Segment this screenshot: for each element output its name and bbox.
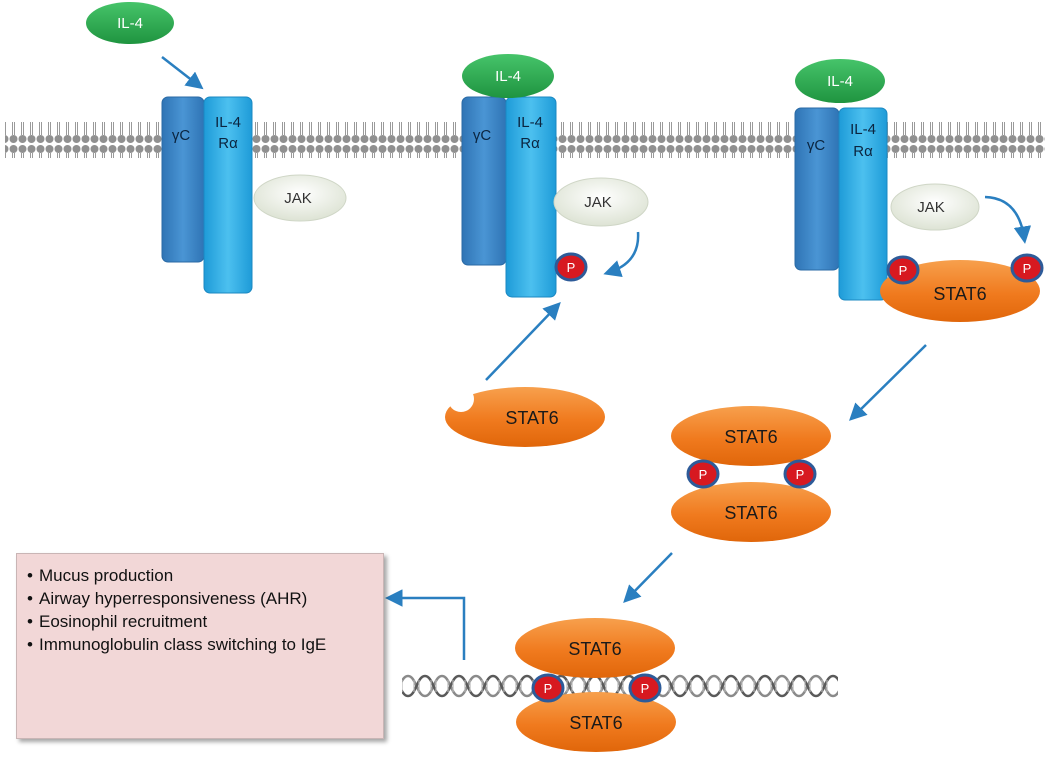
jak-kinase: JAK: [890, 183, 980, 231]
phospho-label: P: [544, 681, 553, 696]
stat6-unphosphorylated: STAT6: [445, 386, 605, 447]
jak-label: JAK: [917, 199, 945, 216]
receptor-gamma-chain: γC: [161, 96, 205, 263]
il4-label: IL-4: [827, 73, 853, 90]
stage-3-stat6-docked: γC IL-4 Rα IL-4 JAK STAT6 P P: [794, 59, 1044, 322]
phospho-site: P: [1010, 253, 1044, 283]
phospho-site: P: [531, 673, 565, 703]
phospho-label: P: [699, 467, 708, 482]
phospho-site: P: [783, 459, 817, 489]
alpha-chain-label-line1: IL-4: [850, 121, 876, 138]
stat6-label: STAT6: [568, 639, 621, 659]
phospho-site: P: [554, 252, 588, 282]
phospho-label: P: [641, 681, 650, 696]
gamma-chain-label: γC: [473, 127, 492, 144]
alpha-chain-label-line1: IL-4: [517, 114, 543, 131]
phospho-site: P: [886, 255, 920, 285]
receptor-il4-alpha-chain: IL-4 Rα: [203, 96, 253, 294]
jak-phosphorylation-arrow: [603, 231, 640, 277]
jak-kinase: JAK: [553, 177, 649, 227]
outcomes-list: Mucus production Airway hyperresponsiven…: [27, 564, 373, 656]
phospho-site: P: [628, 673, 662, 703]
gamma-chain-label: γC: [807, 137, 826, 154]
stat6-recruitment-arrow: [485, 301, 561, 381]
outcomes-box: Mucus production Airway hyperresponsiven…: [16, 553, 384, 739]
receptor-gamma-chain: γC: [461, 96, 507, 266]
stat6-docked: STAT6: [880, 260, 1040, 322]
stage-2-bound: γC IL-4 Rα IL-4 JAK P STAT6: [445, 54, 649, 447]
alpha-chain-label-line2: Rα: [520, 135, 540, 152]
gamma-chain-label: γC: [172, 127, 191, 144]
ligand-approach-arrow: [161, 56, 204, 90]
dimerization-arrow: [849, 344, 927, 421]
stage-1-unbound: IL-4 γC IL-4 Rα JAK: [86, 2, 347, 294]
stat6-label: STAT6: [724, 503, 777, 523]
stat6-label: STAT6: [724, 427, 777, 447]
il4-label: IL-4: [117, 15, 143, 32]
stat6-label: STAT6: [569, 713, 622, 733]
phospho-label: P: [899, 263, 908, 278]
stat6-dimer-dna-bound: STAT6 STAT6 P P: [515, 618, 676, 752]
phospho-site: P: [686, 459, 720, 489]
phospho-label: P: [567, 260, 576, 275]
jak-kinase: JAK: [253, 174, 347, 222]
phospho-label: P: [1023, 261, 1032, 276]
alpha-chain-label-line2: Rα: [218, 135, 238, 152]
il4-ligand-bound: IL-4: [462, 54, 554, 98]
il4-ligand-free: IL-4: [86, 2, 174, 44]
outcome-item: Immunoglobulin class switching to IgE: [27, 633, 373, 656]
outcome-item: Mucus production: [27, 564, 373, 587]
alpha-chain-label-line1: IL-4: [215, 114, 241, 131]
il4-ligand-bound: IL-4: [795, 59, 885, 103]
stat6-label: STAT6: [505, 408, 558, 428]
receptor-il4-alpha-chain: IL-4 Rα: [838, 107, 888, 301]
outcome-item: Airway hyperresponsiveness (AHR): [27, 587, 373, 610]
jak-label: JAK: [584, 194, 612, 211]
il4-label: IL-4: [495, 68, 521, 85]
jak-phosphorylation-arrow: [984, 195, 1032, 244]
receptor-gamma-chain: γC: [794, 107, 840, 271]
phospho-label: P: [796, 467, 805, 482]
stat6-dimer: STAT6 STAT6 P P: [671, 406, 831, 542]
receptor-il4-alpha-chain: IL-4 Rα: [505, 96, 557, 298]
gene-expression-arrow: [385, 589, 466, 660]
stat6-label: STAT6: [933, 284, 986, 304]
jak-label: JAK: [284, 190, 312, 207]
alpha-chain-label-line2: Rα: [853, 143, 873, 160]
outcome-item: Eosinophil recruitment: [27, 610, 373, 633]
nuclear-translocation-arrow: [623, 552, 673, 604]
